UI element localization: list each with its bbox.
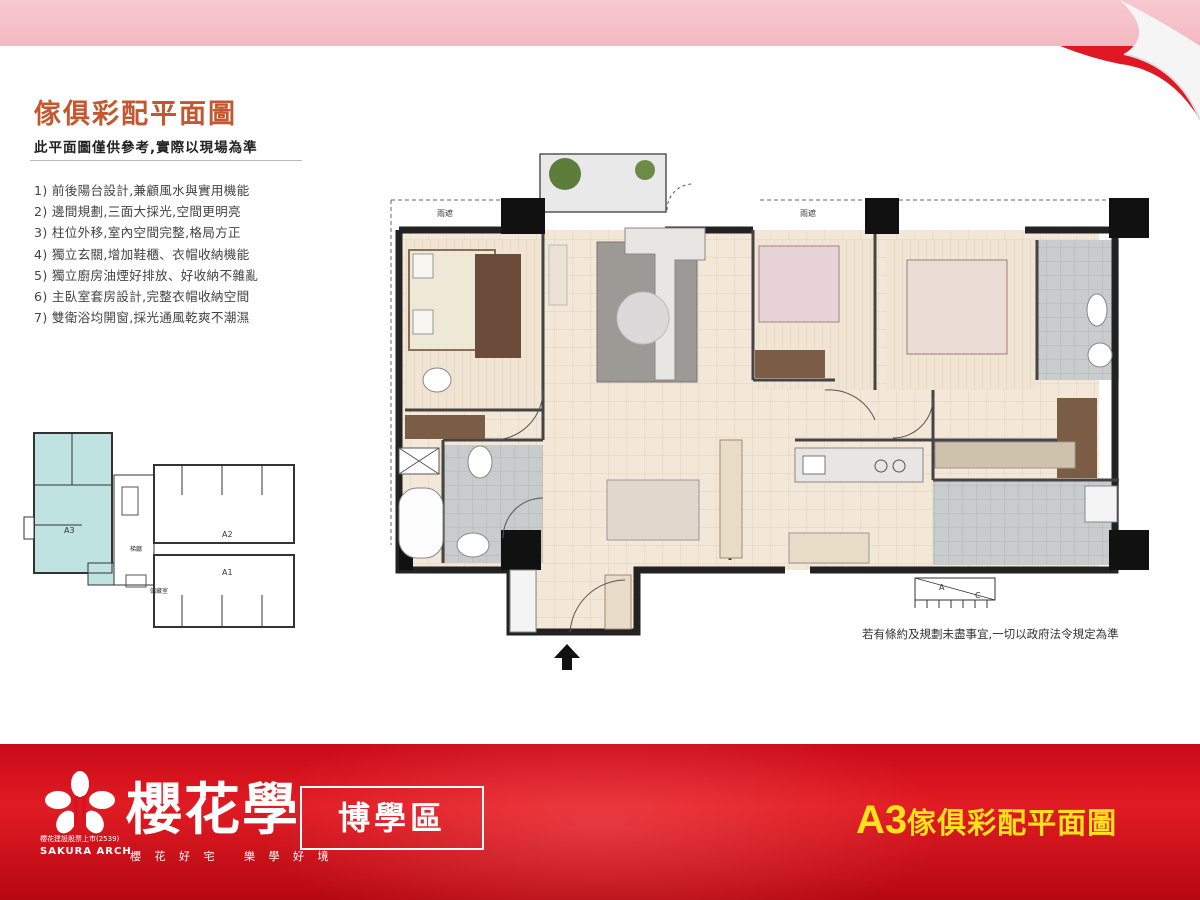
feature-item: 4) 獨立玄關,增加鞋櫃、衣帽收納機能 (34, 246, 250, 262)
page-title: 傢俱彩配平面圖 (34, 99, 237, 130)
entrance-arrow-icon (554, 644, 580, 670)
district-box: 博學區 (300, 786, 484, 850)
feature-item: 2) 邊間規劃,三面大採光,空間更明亮 (34, 204, 241, 220)
sakura-logo-icon (45, 771, 115, 834)
floor-plan: 雨遮 雨遮 (390, 153, 1149, 636)
toilet-icon (422, 367, 452, 393)
ac-label-a: A (939, 583, 945, 592)
sink-icon (1087, 342, 1113, 368)
toilet-icon (1086, 293, 1108, 327)
toilet-icon (467, 445, 493, 479)
bed-3 (906, 259, 1008, 355)
dining-table (606, 479, 700, 541)
divider (30, 160, 302, 161)
key-plan: A3 A2 A1 梯廳 儲藏室 (23, 432, 295, 628)
shoe-cabinet (509, 569, 537, 633)
wardrobe (405, 415, 485, 439)
page-subtitle: 此平面圖僅供參考,實際以現場為準 (34, 140, 258, 156)
sink-icon (456, 532, 490, 558)
feature-item: 7) 雙衛浴均開窗,採光通風乾爽不潮濕 (34, 310, 250, 326)
ac-label-c: C (975, 591, 981, 600)
column (865, 198, 899, 234)
unit-plan-name: 傢俱彩配平面圖 (907, 806, 1118, 840)
feature-item: 5) 獨立廚房油煙好排放、好收納不雜亂 (34, 267, 259, 283)
feature-item: 6) 主臥室套房設計,完整衣帽收納空間 (34, 289, 250, 305)
column (1109, 530, 1149, 570)
tv-cabinet (548, 244, 568, 306)
feature-list: 1) 前後陽台設計,兼顧風水與實用機能 2) 邊間規劃,三面大採光,空間更明亮 … (34, 180, 258, 328)
keyplan-label-storage: 儲藏室 (150, 587, 168, 595)
column (1109, 198, 1149, 238)
kitchen-cabinet (719, 439, 743, 559)
kitchen-lower-cabinet (788, 532, 870, 564)
district-label: 博學區 (337, 799, 446, 837)
disclaimer-text: 若有條約及規劃未盡事宜,一切以政府法令規定為準 (862, 627, 1119, 641)
plant-icon (549, 158, 581, 190)
sink-icon (802, 455, 826, 475)
canopy-label-right: 雨遮 (800, 208, 816, 218)
keyplan-unit-a1: A1 (222, 568, 233, 577)
bathtub-icon (398, 487, 444, 559)
bed-rug (475, 254, 521, 358)
company-listing-note: 櫻花建設股票上市(2539) (40, 835, 120, 843)
washer-icon (1084, 485, 1118, 523)
keyplan-unit-a3: A3 (64, 526, 75, 535)
bed-2 (758, 245, 840, 323)
keyplan-unit-a2: A2 (222, 530, 233, 539)
keyplan-label-lobby: 梯廳 (130, 545, 142, 553)
brand-slogan: 櫻 花 好 宅 樂 學 好 境 (130, 850, 334, 863)
vanity-counter (934, 441, 1076, 469)
top-pink-band (0, 0, 1200, 46)
entry-cabinet (604, 574, 632, 630)
column (501, 198, 545, 234)
canopy-label-left: 雨遮 (437, 208, 453, 218)
unit-code: A3 (856, 798, 908, 842)
wardrobe (755, 350, 825, 378)
page-curl-decoration (1060, 0, 1200, 120)
feature-item: 1) 前後陽台設計,兼顧風水與實用機能 (34, 183, 250, 198)
door-swing (492, 389, 544, 441)
stove-icon (874, 459, 888, 473)
plant-icon (635, 160, 655, 180)
feature-item: 3) 柱位外移,室內空間完整,格局方正 (34, 225, 241, 241)
footer-banner: 櫻花建設股票上市(2539) SAKURA ARCH 櫻花學 櫻 花 好 宅 樂… (0, 744, 1200, 900)
unit-plan-title: A3傢俱彩配平面圖 (856, 798, 1117, 843)
brand-name: 櫻花學 (126, 777, 300, 843)
company-english-name: SAKURA ARCH (40, 846, 132, 857)
column (501, 530, 541, 570)
coffee-table (616, 291, 670, 345)
